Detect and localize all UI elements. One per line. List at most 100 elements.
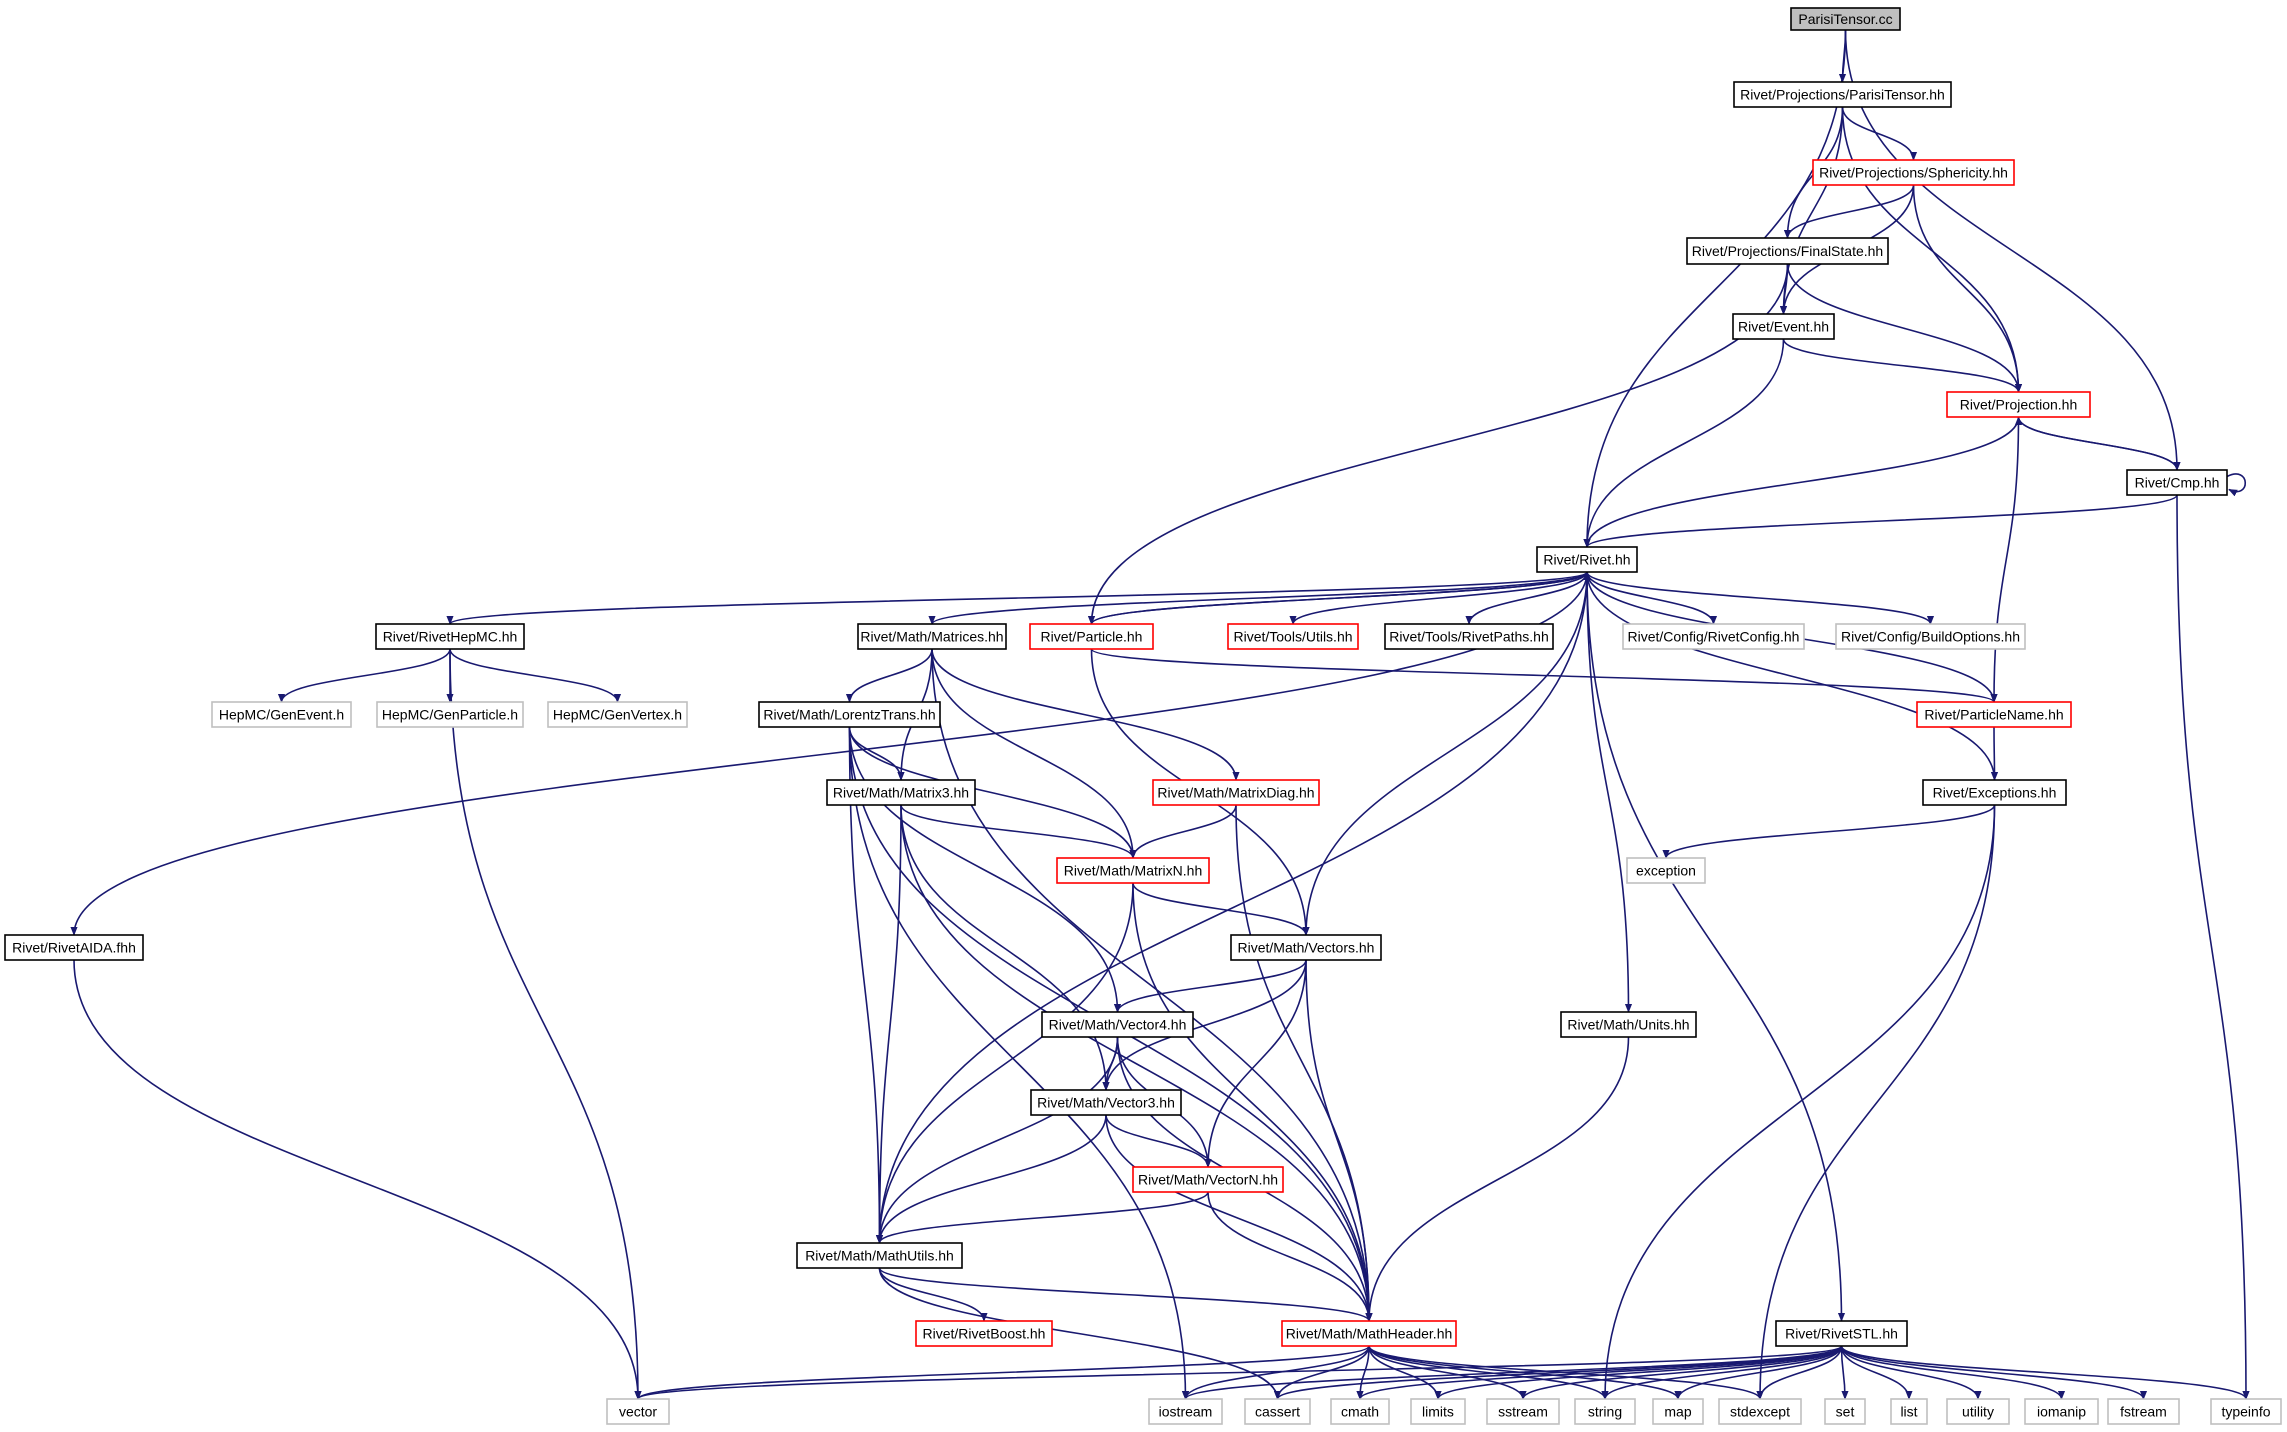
node-box [1835, 623, 2026, 650]
node-cmp[interactable]: Rivet/Cmp.hh [2126, 469, 2228, 496]
node-boost[interactable]: Rivet/RivetBoost.hh [915, 1320, 1053, 1347]
node-label: Rivet/Math/MathUtils.hh [805, 1248, 954, 1264]
node-fs[interactable]: Rivet/Projections/FinalState.hh [1686, 237, 1889, 265]
node-lorentz[interactable]: Rivet/Math/LorentzTrans.hh [758, 701, 941, 728]
node-label: Rivet/Tools/Utils.hh [1233, 629, 1352, 645]
edge-matrixn-to-mathutils [875, 882, 1134, 1244]
edge-vectors-to-vector4 [1113, 959, 1307, 1013]
edge-mdiag-to-matrixn [1129, 804, 1237, 859]
node-box [857, 623, 1007, 650]
node-label: Rivet/Tools/RivetPaths.hh [1389, 629, 1549, 645]
node-stl[interactable]: Rivet/RivetSTL.hh [1775, 1320, 1908, 1347]
edge-stl-to-string [1601, 1345, 1843, 1400]
edge-lorentz-to-matrixn [848, 726, 1137, 859]
edge-aida-to-vector [73, 959, 642, 1400]
node-box [1056, 857, 1210, 884]
node-units[interactable]: Rivet/Math/Units.hh [1560, 1011, 1697, 1038]
node-label: Rivet/Math/MathHeader.hh [1286, 1326, 1453, 1342]
node-aida[interactable]: Rivet/RivetAIDA.fhh [4, 934, 144, 961]
node-mathheader[interactable]: Rivet/Math/MathHeader.hh [1281, 1320, 1457, 1347]
node-proj[interactable]: Rivet/Projection.hh [1946, 391, 2091, 418]
node-rivet[interactable]: Rivet/Rivet.hh [1536, 546, 1638, 573]
node-label: map [1664, 1404, 1691, 1420]
node-matrixn[interactable]: Rivet/Math/MatrixN.hh [1056, 857, 1210, 884]
node-mathutils[interactable]: Rivet/Math/MathUtils.hh [796, 1242, 963, 1269]
node-box [1775, 1320, 1908, 1347]
node-cassert: cassert [1244, 1398, 1311, 1425]
node-box [915, 1320, 1053, 1347]
edge-stl-to-list [1840, 1345, 1913, 1400]
node-label: iomanip [2037, 1404, 2086, 1420]
edge-matrices-to-matrixn [931, 648, 1137, 859]
node-pt[interactable]: Rivet/Projections/ParisiTensor.hh [1733, 81, 1952, 108]
edge-proj-to-pname [1990, 416, 2020, 703]
edge-root-to-rivet [1583, 29, 1847, 548]
node-matrices[interactable]: Rivet/Math/Matrices.hh [857, 623, 1007, 650]
node-box [1486, 1398, 1560, 1425]
node-genevent: HepMC/GenEvent.h [211, 701, 352, 728]
edge-stl-to-iostream [1182, 1345, 1843, 1400]
edge-stl-to-stdexcept [1756, 1345, 1843, 1400]
node-limits: limits [1410, 1398, 1466, 1425]
node-box [547, 701, 688, 728]
node-genparticle: HepMC/GenParticle.h [376, 701, 524, 728]
node-particle[interactable]: Rivet/Particle.hh [1029, 623, 1154, 650]
node-matrix3[interactable]: Rivet/Math/Matrix3.hh [826, 779, 976, 806]
node-pname[interactable]: Rivet/ParticleName.hh [1916, 701, 2072, 728]
edge-particle-to-pname [1090, 648, 1998, 703]
edge-mdiag-to-mathheader [1235, 804, 1373, 1322]
node-label: typeinfo [2221, 1404, 2270, 1420]
node-utils[interactable]: Rivet/Tools/Utils.hh [1227, 623, 1359, 650]
node-box [1384, 623, 1554, 650]
node-label: limits [1422, 1404, 1454, 1420]
node-paths[interactable]: Rivet/Tools/RivetPaths.hh [1384, 623, 1554, 650]
edge-stl-to-set [1840, 1345, 1849, 1400]
node-box [1410, 1398, 1466, 1425]
edge-stl-to-cmath [1356, 1345, 1843, 1400]
node-label: Rivet/Math/VectorN.hh [1138, 1172, 1278, 1188]
node-stdexcept: stdexcept [1718, 1398, 1802, 1425]
edge-except-to-exception [1662, 804, 1996, 859]
node-box [826, 779, 976, 806]
node-box [1132, 1166, 1284, 1193]
edge-matrices-to-mathheader [931, 648, 1373, 1322]
node-mdiag[interactable]: Rivet/Math/MatrixDiag.hh [1152, 779, 1320, 806]
node-vectors[interactable]: Rivet/Math/Vectors.hh [1230, 934, 1382, 961]
edge-vector3-to-mathheader [1105, 1114, 1373, 1322]
node-except[interactable]: Rivet/Exceptions.hh [1922, 779, 2067, 806]
edge-lorentz-to-vector4 [848, 726, 1122, 1013]
node-vector4[interactable]: Rivet/Math/Vector4.hh [1041, 1011, 1194, 1038]
edge-mathutils-to-mathheader [878, 1267, 1373, 1322]
edge-mathheader-to-vector [634, 1345, 1370, 1400]
node-box [1652, 1398, 1704, 1425]
edge-pname-to-except [1990, 726, 1999, 781]
edge-matrix3-to-mathutils [875, 804, 902, 1244]
node-box [1733, 81, 1952, 108]
node-box [1626, 857, 1706, 884]
node-box [2107, 1398, 2180, 1425]
edge-fs-to-proj [1786, 263, 2023, 393]
node-label: Rivet/Projection.hh [1960, 397, 2078, 413]
edge-particle-to-rivet [1090, 571, 1591, 625]
node-exception: exception [1626, 857, 1706, 884]
node-label: stdexcept [1730, 1404, 1790, 1420]
edge-lorentz-to-mathutils [848, 726, 884, 1244]
node-box [1030, 1089, 1182, 1116]
edge-except-to-stdexcept [1756, 804, 1996, 1400]
node-label: Rivet/Projections/FinalState.hh [1692, 243, 1883, 259]
edge-rivet-to-config [1586, 571, 1718, 625]
node-sph[interactable]: Rivet/Projections/Sphericity.hh [1812, 159, 2015, 186]
node-hepmc[interactable]: Rivet/RivetHepMC.hh [375, 623, 525, 650]
node-buildopt: Rivet/Config/BuildOptions.hh [1835, 623, 2026, 650]
node-event[interactable]: Rivet/Event.hh [1732, 313, 1835, 340]
node-layer: ParisiTensor.ccRivet/Projections/ParisiT… [4, 7, 2282, 1425]
node-vector3[interactable]: Rivet/Math/Vector3.hh [1030, 1089, 1182, 1116]
edge-stl-to-fstream [1840, 1345, 2148, 1400]
node-vectorn[interactable]: Rivet/Math/VectorN.hh [1132, 1166, 1284, 1193]
edge-rivet-to-stl [1586, 571, 1846, 1322]
node-label: Rivet/Rivet.hh [1543, 552, 1630, 568]
node-root[interactable]: ParisiTensor.cc [1790, 7, 1901, 31]
node-box [1148, 1398, 1223, 1425]
edge-rivet-to-mathutils [875, 571, 1588, 1244]
edge-matrices-to-mdiag [931, 648, 1240, 781]
